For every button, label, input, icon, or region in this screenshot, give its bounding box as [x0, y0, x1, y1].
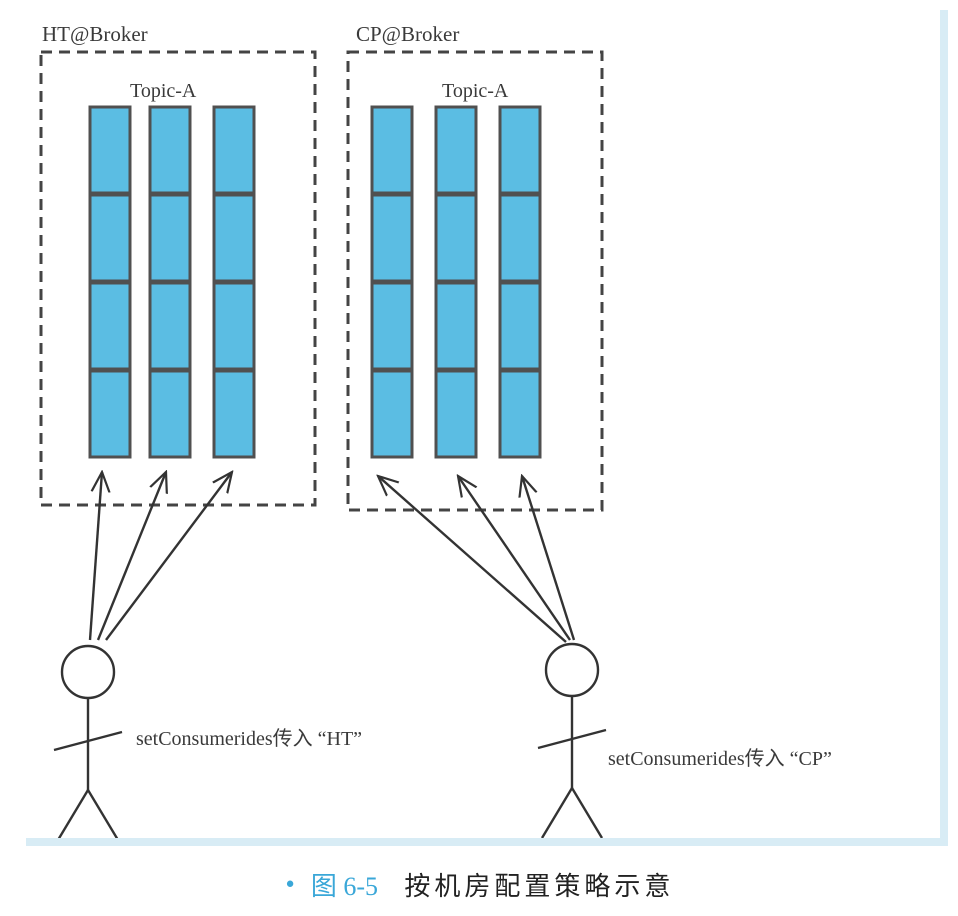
broker-label-cp: CP@Broker	[356, 22, 460, 46]
topic-label-ht: Topic-A	[130, 80, 197, 102]
queue-cell-ht-q1-c2	[88, 193, 132, 283]
queue-cell-ht-q1-c4	[88, 369, 132, 459]
figure-caption: • 图 6-5 按机房配置策略示意	[0, 866, 958, 903]
consumer-label-ht: setConsumerides传入 “HT”	[136, 728, 363, 750]
diagram-canvas	[39, 50, 607, 838]
broker-label-ht: HT@Broker	[42, 22, 148, 46]
caption-bullet-icon: •	[283, 873, 297, 898]
figure-title: 按机房配置策略示意	[404, 872, 675, 902]
consumer-head-cp	[544, 642, 600, 698]
arrow-ht-q3	[105, 472, 232, 641]
queue-cell-ht-q2-c4	[148, 369, 192, 459]
queue-cell-cp-q3-c4	[498, 369, 542, 459]
consumer-arms-cp	[537, 728, 607, 750]
topic-label-cp: Topic-A	[442, 80, 509, 102]
diagram-figure: HT@Broker CP@Broker Topic-A Topic-A setC…	[26, 10, 948, 846]
arrow-ht-q2	[96, 472, 166, 641]
consumer-arms-ht	[53, 730, 123, 752]
arrow-cp-q2	[458, 476, 571, 641]
queue-cell-ht-q1-c3	[88, 281, 132, 371]
queue-cell-ht-q3-c2	[212, 193, 256, 283]
arrow-ht-q1	[88, 472, 102, 641]
queue-cell-ht-q3-c1	[212, 105, 256, 195]
queue-cell-cp-q2-c3	[434, 281, 478, 371]
queue-cell-ht-q1-c1	[88, 105, 132, 195]
queue-cell-cp-q3-c1	[498, 105, 542, 195]
queue-cell-cp-q3-c3	[498, 281, 542, 371]
arrow-cp-q3	[522, 476, 576, 641]
consumer-head-ht	[60, 644, 116, 700]
queue-cell-ht-q2-c1	[148, 105, 192, 195]
consumer-label-cp: setConsumerides传入 “CP”	[608, 748, 832, 770]
consumer-leg-left-ht	[57, 789, 90, 838]
queue-cell-cp-q2-c4	[434, 369, 478, 459]
queue-cell-cp-q1-c3	[370, 281, 414, 371]
queue-cell-cp-q2-c1	[434, 105, 478, 195]
consumer-leg-left-cp	[540, 787, 574, 838]
broker-box-cp	[346, 50, 604, 512]
consumer-leg-right-cp	[570, 787, 604, 838]
queue-cell-ht-q3-c3	[212, 281, 256, 371]
queue-cell-cp-q2-c2	[434, 193, 478, 283]
queue-cell-ht-q2-c2	[148, 193, 192, 283]
queue-cell-ht-q2-c3	[148, 281, 192, 371]
queue-cell-cp-q1-c1	[370, 105, 414, 195]
consumer-leg-right-ht	[86, 789, 119, 838]
queue-cell-cp-q1-c2	[370, 193, 414, 283]
queue-cell-cp-q1-c4	[370, 369, 414, 459]
queue-cell-cp-q3-c2	[498, 193, 542, 283]
queue-cell-ht-q3-c4	[212, 369, 256, 459]
arrow-cp-q1	[378, 476, 567, 643]
broker-box-ht	[39, 50, 317, 507]
figure-number: 图 6-5	[310, 872, 379, 901]
